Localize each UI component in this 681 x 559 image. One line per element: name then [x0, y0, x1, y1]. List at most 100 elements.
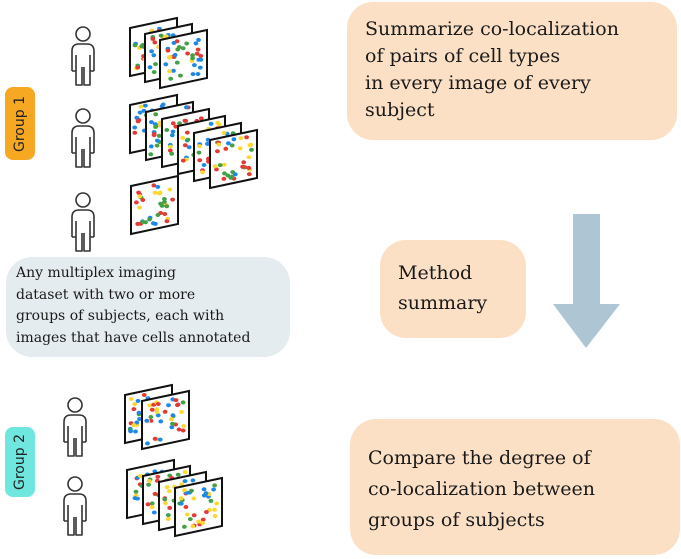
cell-dot	[162, 409, 168, 414]
cell-dot	[157, 190, 163, 195]
cell-dot	[201, 163, 207, 167]
cell-dot	[169, 425, 175, 430]
cell-dot	[163, 501, 168, 506]
cell-dot	[151, 510, 157, 515]
cell-dot	[151, 183, 157, 188]
cell-dot	[196, 150, 202, 155]
cell-dot	[180, 136, 186, 140]
cell-dot	[151, 53, 157, 58]
cell-dot	[128, 397, 134, 401]
cell-dot	[217, 163, 223, 168]
cell-dot	[162, 497, 168, 502]
cell-dot	[162, 199, 167, 204]
cell-dot	[167, 144, 173, 149]
cell-dot	[167, 148, 173, 153]
subjects-layer	[63, 26, 95, 536]
image-stack	[130, 174, 179, 236]
cell-dot	[149, 407, 155, 412]
cell-dot	[182, 118, 188, 123]
cell-dot	[166, 489, 172, 494]
cell-dot	[135, 65, 141, 70]
cell-dot	[162, 212, 168, 216]
cell-dot	[133, 489, 139, 494]
cell-dot	[182, 479, 188, 484]
group-2-label: Group 2	[5, 427, 35, 497]
cell-dot	[132, 402, 138, 407]
cell-dot	[179, 409, 185, 414]
cell-dot	[164, 204, 170, 209]
group-2-text: Group 2	[12, 434, 29, 490]
cell-dot	[173, 398, 179, 403]
cell-dot	[149, 49, 155, 54]
cell-dot	[167, 69, 172, 74]
cell-dot	[140, 198, 146, 202]
person-icon	[71, 26, 95, 86]
cell-dot	[215, 149, 220, 154]
cell-dot	[133, 429, 138, 434]
cell-dot	[135, 398, 141, 403]
cell-dot	[162, 197, 167, 201]
cell-dot	[247, 143, 253, 148]
cell-dot	[149, 501, 155, 506]
cell-dot	[214, 167, 219, 172]
cell-dot	[190, 56, 196, 61]
cell-dot	[137, 205, 143, 210]
cell-dot	[246, 165, 252, 170]
cell-dot	[223, 146, 229, 151]
cell-dot	[192, 63, 197, 68]
cell-dot	[155, 474, 161, 479]
cell-dot	[158, 419, 164, 424]
cell-dot	[196, 37, 201, 42]
cell-dot	[231, 137, 237, 142]
cell-dot	[198, 116, 204, 121]
cell-image-icon	[130, 174, 179, 236]
cell-dot	[154, 410, 160, 415]
cell-dot	[177, 121, 182, 126]
cell-dot	[183, 505, 189, 509]
cell-dot	[136, 118, 142, 123]
cell-dot	[186, 145, 192, 150]
cell-dot	[152, 491, 158, 496]
cell-dot	[167, 54, 173, 59]
cell-dot	[197, 144, 202, 149]
cell-dot	[190, 53, 196, 58]
cell-dot	[200, 170, 205, 175]
down-arrow-icon	[553, 214, 620, 348]
cell-dot	[155, 413, 161, 418]
cell-dot	[131, 407, 137, 412]
cell-dot	[249, 147, 254, 152]
cell-dot	[180, 158, 186, 163]
cell-dot	[184, 130, 190, 135]
cell-dot	[148, 152, 154, 157]
image-stack	[124, 383, 190, 451]
cell-dot	[168, 76, 174, 81]
cell-dot	[184, 105, 189, 110]
cell-dot	[146, 482, 152, 487]
cell-dot	[195, 72, 201, 76]
cell-dot	[190, 72, 196, 77]
cell-dot	[178, 73, 183, 78]
cell-dot	[246, 155, 252, 160]
cell-dot	[175, 47, 181, 52]
cell-dot	[171, 68, 176, 73]
cell-dot	[191, 496, 197, 501]
cell-dot	[226, 141, 231, 146]
cell-dot	[137, 194, 143, 199]
cell-dot	[176, 427, 182, 432]
cell-dot	[149, 505, 155, 510]
cell-dot	[156, 133, 162, 138]
cell-dot	[200, 521, 206, 526]
cell-dot	[134, 420, 140, 425]
cell-dot	[155, 402, 161, 406]
cell-dot	[134, 200, 139, 205]
cell-dot	[137, 474, 143, 478]
cell-dot	[158, 33, 164, 38]
cell-dot	[182, 524, 187, 529]
cell-dot	[154, 143, 160, 148]
cell-dot	[221, 130, 227, 135]
cell-dot	[189, 488, 194, 493]
cell-dot	[170, 129, 176, 134]
cell-dot	[182, 143, 188, 148]
cell-dot	[155, 184, 161, 189]
